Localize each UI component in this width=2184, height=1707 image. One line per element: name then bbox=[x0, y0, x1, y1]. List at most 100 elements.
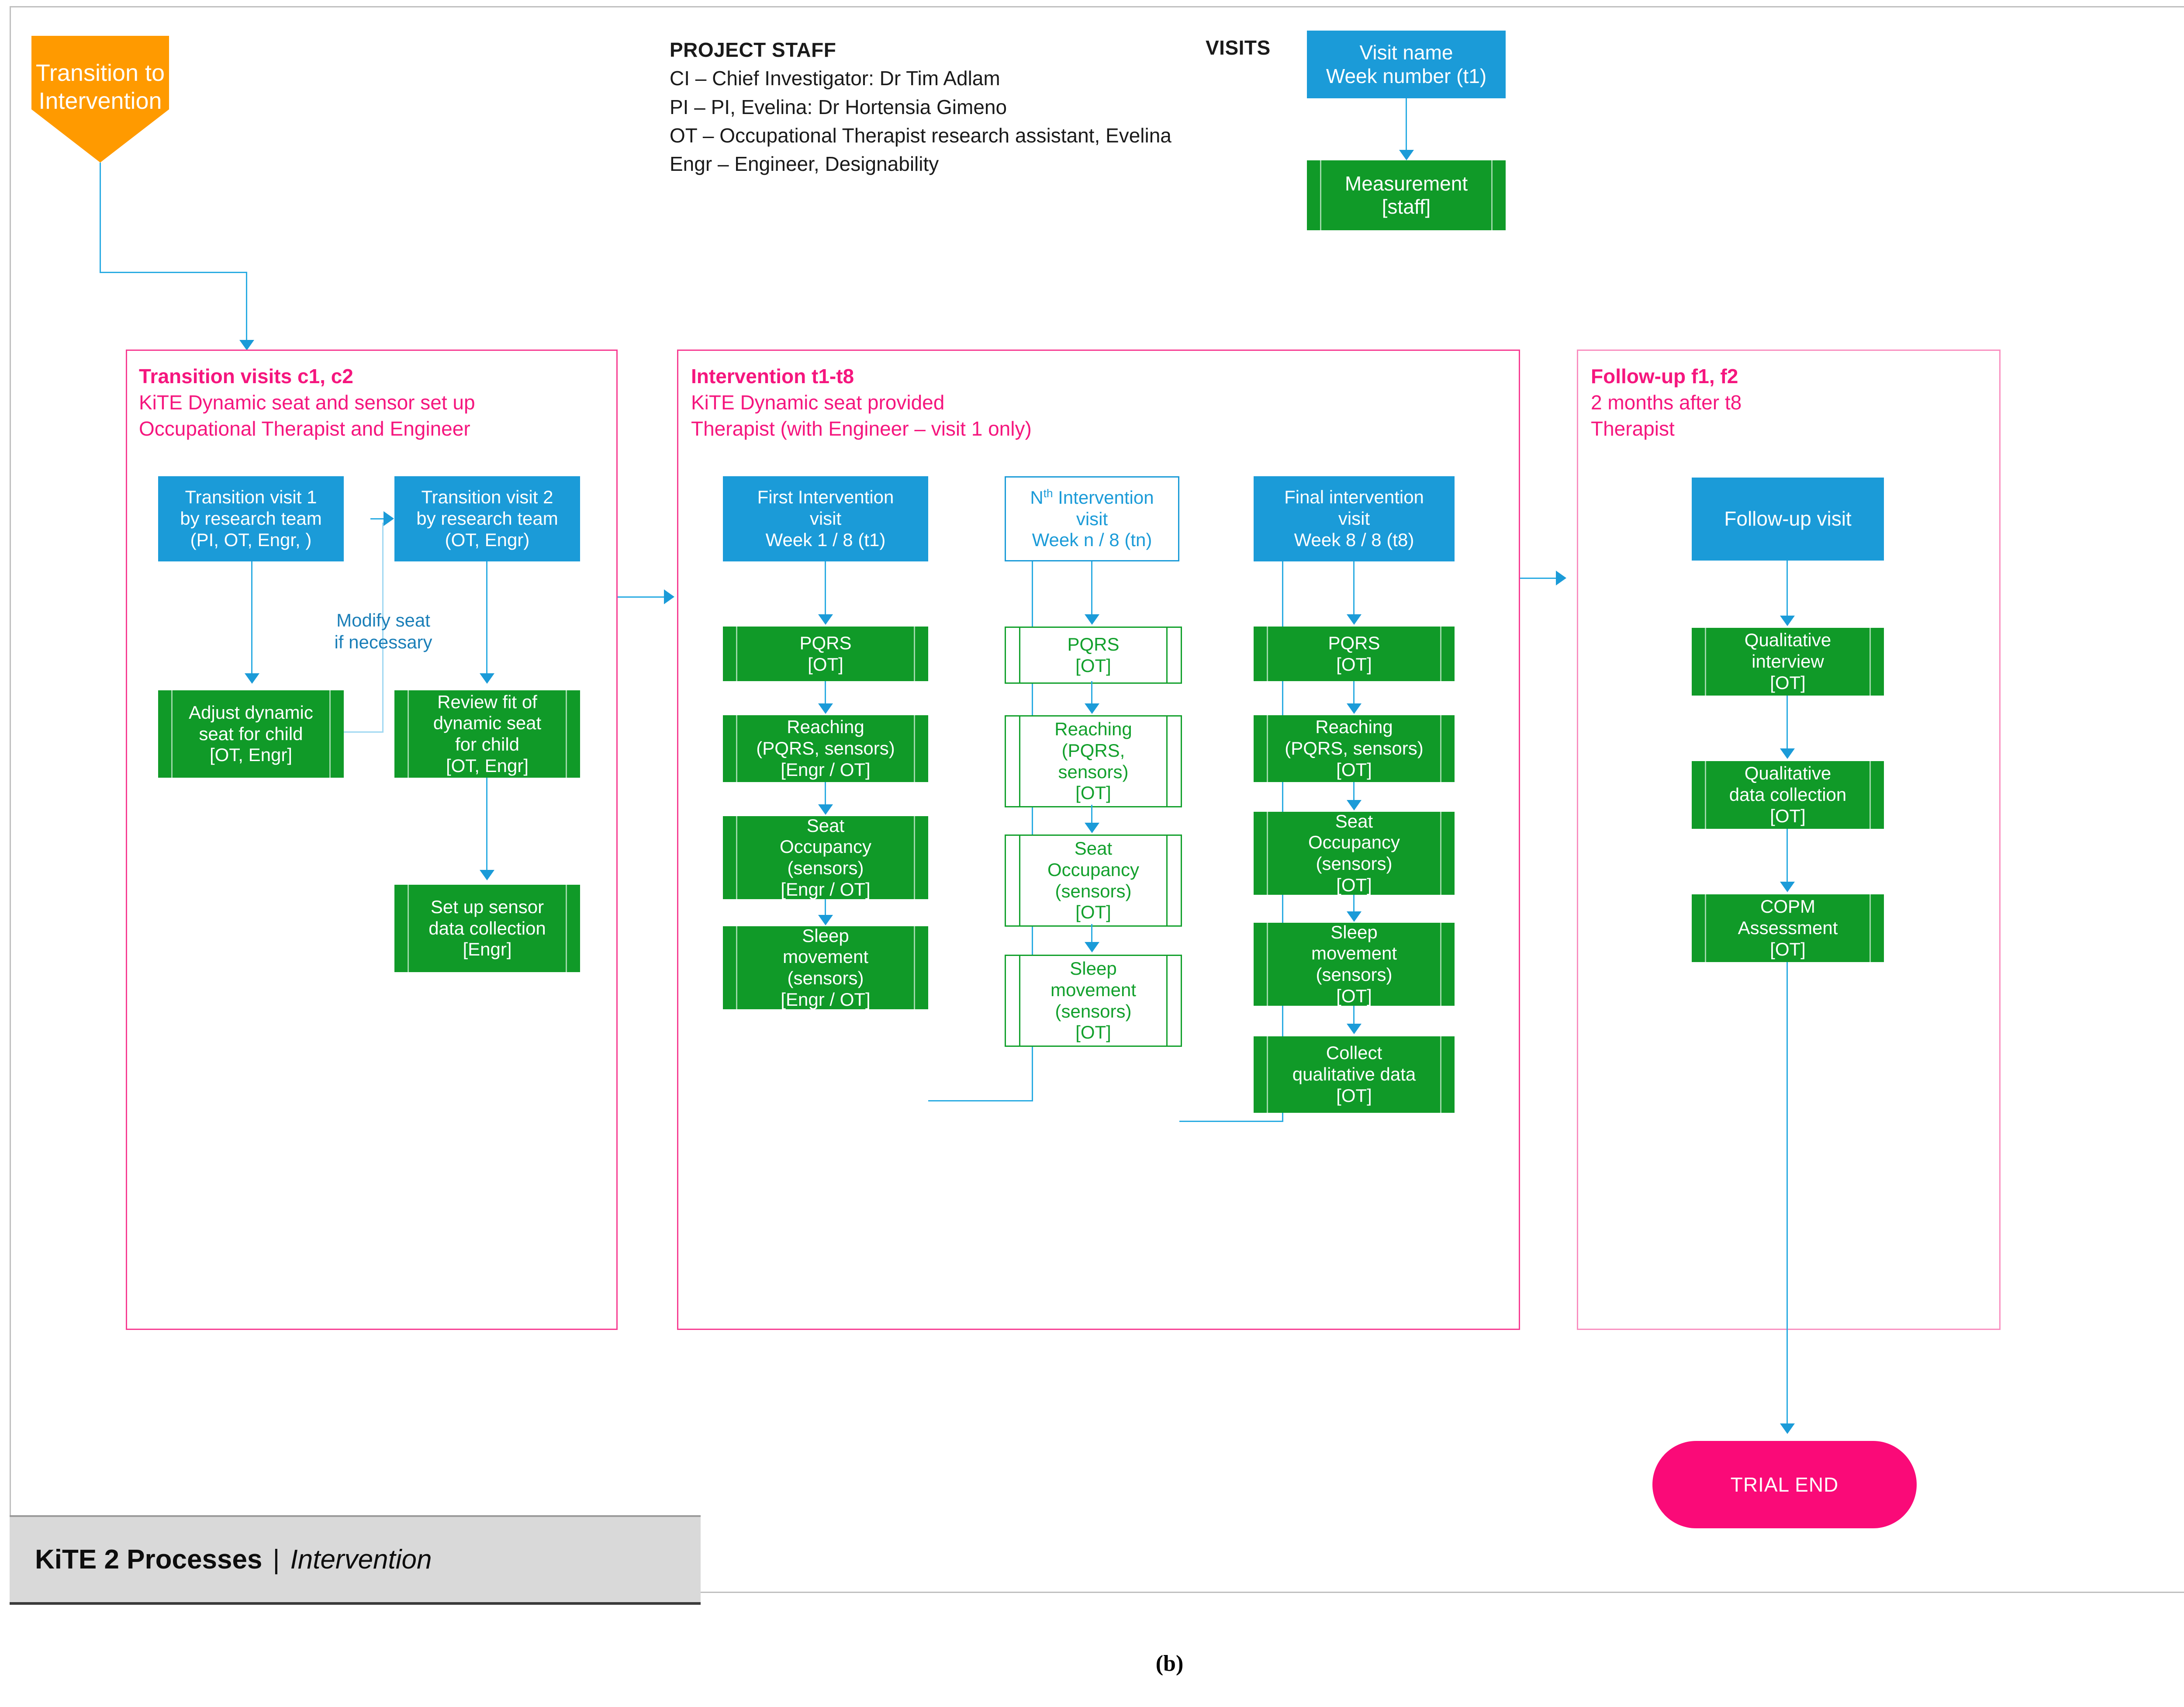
connector-v1-to-v2 bbox=[370, 518, 384, 519]
phase-sub2-intervention: Therapist (with Engineer – visit 1 only) bbox=[691, 417, 1032, 440]
connector-intervention-to-followup bbox=[1520, 578, 1559, 579]
legend-staff-row-ot: OT – Occupational Therapist research ass… bbox=[670, 124, 1171, 147]
arrow-nth-seat-to-sleep bbox=[1085, 942, 1099, 952]
arrow-v1-to-v2 bbox=[384, 511, 394, 526]
start-node-line2: Intervention bbox=[38, 87, 162, 114]
node-trial-end: TRIAL END bbox=[1652, 1441, 1917, 1528]
connector-final-sleep-to-collect bbox=[1353, 1006, 1355, 1025]
phase-header-followup: Follow-up f1, f2 2 months after t8 Thera… bbox=[1591, 364, 1988, 442]
node-trial-end-label: TRIAL END bbox=[1730, 1473, 1839, 1496]
connector-final-seat-to-sleep bbox=[1353, 895, 1355, 913]
connector-nth-pqrs-to-reaching bbox=[1091, 681, 1092, 705]
arrow-final-seat-to-sleep bbox=[1347, 911, 1362, 922]
phase-title-transition: Transition visits c1, c2 bbox=[139, 365, 353, 388]
start-node-transition-to-intervention: Transition to Intervention bbox=[31, 36, 169, 163]
phase-sub1-transition: KiTE Dynamic seat and sensor set up bbox=[139, 391, 475, 414]
connector-firstvisit-to-pqrs bbox=[825, 561, 826, 616]
arrow-firstvisit-to-pqrs bbox=[818, 614, 833, 625]
arrow-nth-pqrs-to-reaching bbox=[1085, 703, 1099, 714]
legend-visit-key-line1: Visit name bbox=[1359, 41, 1453, 64]
node-first-reaching-label: Reaching(PQRS, sensors)[Engr / OT] bbox=[756, 717, 895, 780]
connector-start-down bbox=[100, 163, 101, 272]
arrow-into-transition-panel bbox=[239, 340, 254, 350]
connector-copm-to-trial-end bbox=[1787, 962, 1788, 1425]
connector-datacollection-to-copm bbox=[1787, 829, 1788, 883]
legend-staff-row-ci: CI – Chief Investigator: Dr Tim Adlam bbox=[670, 67, 1000, 90]
connector-nth-reaching-to-seat bbox=[1091, 805, 1092, 824]
connector-v1-down bbox=[251, 561, 252, 675]
footer-section: Intervention bbox=[290, 1544, 432, 1575]
footer-brand-bar: KiTE 2 Processes | Intervention bbox=[10, 1515, 701, 1605]
arrow-first-pqrs-to-reaching bbox=[818, 703, 833, 714]
connector-modify-seat-horizontal bbox=[341, 731, 384, 733]
legend-project-staff: PROJECT STAFF CI – Chief Investigator: D… bbox=[670, 36, 1216, 179]
legend-measurement-key-box: Measurement [staff] bbox=[1307, 160, 1506, 230]
node-final-pqrs-label: PQRS[OT] bbox=[1328, 632, 1380, 675]
arrow-review-to-setup bbox=[480, 870, 494, 880]
phase-sub1-intervention: KiTE Dynamic seat provided bbox=[691, 391, 945, 414]
node-nth-reaching-label: Reaching(PQRS,sensors)[OT] bbox=[1054, 719, 1132, 803]
node-final-reaching: Reaching(PQRS, sensors)[OT] bbox=[1254, 715, 1455, 782]
node-nth-reaching: Reaching(PQRS,sensors)[OT] bbox=[1005, 715, 1182, 807]
connector-interview-to-datacollection bbox=[1787, 696, 1788, 750]
phase-header-intervention: Intervention t1-t8 KiTE Dynamic seat pro… bbox=[691, 364, 1503, 442]
phase-header-transition: Transition visits c1, c2 KiTE Dynamic se… bbox=[139, 364, 611, 442]
connector-followup-to-interview bbox=[1787, 561, 1788, 617]
figure-caption: (b) bbox=[1155, 1651, 1184, 1676]
arrow-final-to-pqrs bbox=[1347, 614, 1362, 625]
arrow-datacollection-to-copm bbox=[1780, 882, 1795, 892]
start-node-line1: Transition to bbox=[35, 60, 165, 86]
phase-panel-transition bbox=[126, 350, 618, 1330]
arrow-final-sleep-to-collect bbox=[1347, 1024, 1362, 1034]
connector-nth-loop-h bbox=[1179, 1121, 1283, 1122]
legend-measure-key-line1: Measurement bbox=[1344, 172, 1468, 195]
legend-visits-title: VISITS bbox=[1206, 36, 1271, 59]
connector-final-pqrs-to-reaching bbox=[1353, 681, 1355, 705]
arrow-first-seat-to-sleep bbox=[818, 915, 833, 925]
legend-staff-title: PROJECT STAFF bbox=[670, 38, 836, 61]
node-followup-visit: Follow-up visit bbox=[1692, 478, 1884, 561]
connector-modify-seat-vertical bbox=[382, 523, 384, 732]
connector-review-to-setup bbox=[486, 778, 487, 872]
connector-transition-to-intervention bbox=[618, 596, 666, 598]
phase-sub1-followup: 2 months after t8 bbox=[1591, 391, 1742, 414]
node-nth-pqrs: PQRS[OT] bbox=[1005, 627, 1182, 684]
phase-title-followup: Follow-up f1, f2 bbox=[1591, 365, 1738, 388]
arrow-nth-to-pqrs bbox=[1085, 614, 1099, 625]
legend-staff-row-engr: Engr – Engineer, Designability bbox=[670, 152, 939, 176]
node-final-pqrs: PQRS[OT] bbox=[1254, 627, 1455, 681]
connector-legend-visit-to-measure bbox=[1406, 98, 1407, 151]
phase-title-intervention: Intervention t1-t8 bbox=[691, 365, 854, 388]
node-first-reaching: Reaching(PQRS, sensors)[Engr / OT] bbox=[723, 715, 928, 782]
arrow-to-trial-end bbox=[1780, 1423, 1795, 1434]
connector-final-to-pqrs bbox=[1353, 561, 1355, 616]
phase-panel-intervention bbox=[677, 350, 1520, 1330]
node-final-reaching-label: Reaching(PQRS, sensors)[OT] bbox=[1285, 717, 1424, 780]
connector-first-pqrs-to-reaching bbox=[825, 681, 826, 705]
